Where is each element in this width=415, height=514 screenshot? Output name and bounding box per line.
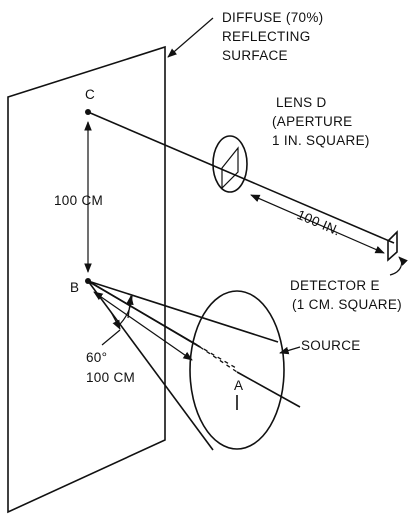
lens-aperture <box>221 146 239 190</box>
source-distance-arrow <box>93 291 193 361</box>
line-c-to-detector <box>87 111 395 244</box>
lens-d <box>212 135 248 193</box>
source-axis-left <box>87 280 201 348</box>
source-label: SOURCE <box>301 338 361 353</box>
surface-leader-line <box>167 17 214 58</box>
vertical-distance-label: 100 CM <box>54 193 103 208</box>
detector-label-line1: DETECTOR E <box>290 278 380 293</box>
lens-label-line3: 1 IN. SQUARE) <box>272 133 370 148</box>
surface-label-line2: REFLECTING <box>222 29 311 44</box>
angle-leader-line <box>101 329 121 346</box>
point-a-label: A <box>234 378 243 393</box>
angle-label: 60° <box>86 350 107 365</box>
reflecting-surface <box>7 45 166 514</box>
source-axis-right <box>236 371 301 408</box>
source-leader-line <box>279 346 301 355</box>
detector-leader-line <box>389 256 408 276</box>
source-distance-label: 100 CM <box>86 370 135 385</box>
lens-label-line1: LENS D <box>276 95 327 110</box>
detector-e <box>387 230 398 262</box>
lens-to-detector-dimension <box>250 194 385 254</box>
lens-distance-label: 100 IN. <box>295 207 343 239</box>
angle-arc-arrow-b <box>110 311 121 330</box>
surface-label-line1: DIFFUSE (70%) <box>222 10 323 25</box>
lens-label-line2: (APERTURE <box>272 114 352 129</box>
source-ellipse <box>189 290 285 450</box>
surface-label-line3: SURFACE <box>222 48 288 63</box>
detector-label-line2: (1 CM. SQUARE) <box>292 297 402 312</box>
angle-arc-arrow-a <box>126 295 134 319</box>
point-c-label: C <box>85 87 95 102</box>
point-b-label: B <box>70 280 79 295</box>
ray-b-to-source-bottom <box>87 280 214 451</box>
